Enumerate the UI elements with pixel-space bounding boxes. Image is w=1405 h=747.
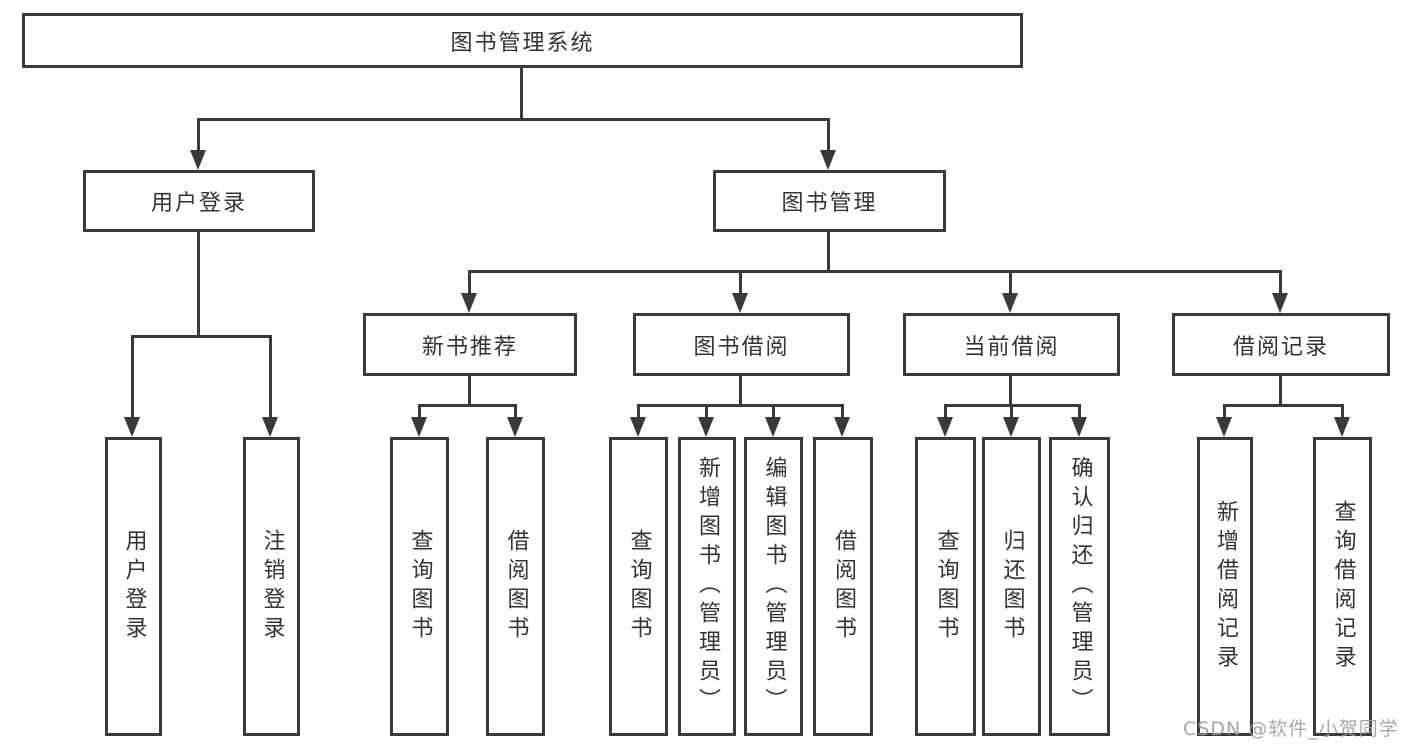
- connector-line: [131, 335, 134, 419]
- connector-line: [739, 270, 742, 295]
- node-label: 借阅记录: [1232, 334, 1329, 360]
- arrow-down-icon: [1002, 293, 1018, 313]
- connector-line: [197, 230, 200, 338]
- leaf-query-books-recommend: 查询图书: [390, 437, 449, 736]
- connector-line: [197, 118, 200, 152]
- node-label: 查询借阅记录: [1330, 499, 1356, 674]
- node-label: 新书推荐: [421, 334, 518, 360]
- connector-line: [1009, 270, 1012, 295]
- connector-line: [944, 404, 947, 419]
- node-label: 注销登录: [259, 528, 285, 645]
- connector-line: [468, 270, 1282, 273]
- node-label: 借阅图书: [831, 528, 856, 645]
- connector-line: [1010, 404, 1013, 419]
- node-label: 归还图书: [999, 528, 1025, 645]
- connector-line: [827, 230, 830, 273]
- connector-line: [514, 404, 517, 419]
- connector-line: [739, 375, 742, 407]
- connector-line: [468, 375, 471, 407]
- node-label: 查询图书: [407, 528, 433, 645]
- connector-line: [637, 404, 640, 419]
- arrow-down-icon: [937, 417, 953, 437]
- node-book-management-system: 图书管理系统: [22, 13, 1023, 68]
- arrow-down-icon: [1216, 417, 1232, 437]
- arrow-down-icon: [190, 150, 206, 170]
- leaf-query-books-borrowing: 查询图书: [609, 437, 668, 736]
- node-label: 用户登录: [150, 191, 247, 216]
- connector-line: [197, 118, 830, 121]
- leaf-add-borrow-record: 新增借阅记录: [1197, 437, 1253, 736]
- node-label: 图书管理系统: [450, 30, 595, 56]
- arrow-down-icon: [411, 417, 427, 437]
- node-label: 借阅图书: [503, 528, 529, 645]
- connector-line: [705, 404, 708, 419]
- node-label: 查询图书: [626, 528, 652, 645]
- node-label: 当前借阅: [963, 334, 1060, 360]
- connector-line: [1279, 270, 1282, 295]
- arrow-down-icon: [820, 150, 836, 170]
- connector-line: [418, 404, 421, 419]
- leaf-borrow-books-recommend: 借阅图书: [486, 437, 545, 736]
- node-label: 查询图书: [933, 528, 959, 645]
- node-label: 新增借阅记录: [1213, 499, 1238, 674]
- node-user-login: 用户登录: [83, 170, 315, 232]
- connector-line: [520, 66, 523, 121]
- node-book-management: 图书管理: [713, 170, 946, 232]
- arrow-down-icon: [732, 293, 748, 313]
- watermark: CSDN @软件_小贺同学: [1183, 718, 1399, 740]
- leaf-edit-books-admin: 编辑图书（管理员）: [744, 437, 803, 736]
- connector-line: [131, 335, 272, 338]
- arrow-down-icon: [698, 417, 714, 437]
- connector-line: [841, 404, 844, 419]
- connector-line: [1223, 404, 1226, 419]
- leaf-logout: 注销登录: [243, 437, 300, 736]
- connector-line: [418, 404, 517, 407]
- leaf-query-borrow-record: 查询借阅记录: [1313, 437, 1372, 736]
- node-new-book-recommendation: 新书推荐: [363, 313, 577, 376]
- arrow-down-icon: [124, 417, 140, 437]
- leaf-borrow-books-borrowing: 借阅图书: [813, 437, 873, 736]
- connector-line: [468, 270, 471, 295]
- leaf-user-login: 用户登录: [105, 437, 162, 736]
- node-current-borrowing: 当前借阅: [903, 313, 1120, 376]
- node-label: 确认归还（管理员）: [1067, 456, 1093, 717]
- connector-line: [827, 118, 830, 152]
- connector-line: [637, 404, 844, 407]
- connector-line: [1078, 404, 1081, 419]
- arrow-down-icon: [834, 417, 850, 437]
- node-book-borrowing: 图书借阅: [633, 313, 850, 376]
- leaf-add-books-admin: 新增图书（管理员）: [678, 437, 736, 736]
- node-label: 图书借阅: [693, 334, 790, 360]
- connector-line: [1341, 404, 1344, 419]
- arrow-down-icon: [1071, 417, 1087, 437]
- arrow-down-icon: [461, 293, 477, 313]
- arrow-down-icon: [1272, 293, 1288, 313]
- connector-line: [269, 335, 272, 419]
- node-borrowing-records: 借阅记录: [1172, 313, 1390, 376]
- arrow-down-icon: [1003, 417, 1019, 437]
- arrow-down-icon: [630, 417, 646, 437]
- node-label: 编辑图书（管理员）: [761, 456, 787, 717]
- connector-line: [772, 404, 775, 419]
- arrow-down-icon: [262, 417, 278, 437]
- connector-line: [1223, 404, 1344, 407]
- arrow-down-icon: [507, 417, 523, 437]
- arrow-down-icon: [1334, 417, 1350, 437]
- leaf-return-books: 归还图书: [982, 437, 1041, 736]
- node-label: 用户登录: [121, 528, 147, 645]
- connector-line: [1009, 375, 1012, 407]
- node-label: 新增图书（管理员）: [695, 456, 720, 717]
- leaf-confirm-return-admin: 确认归还（管理员）: [1049, 437, 1110, 736]
- connector-line: [1279, 375, 1282, 407]
- leaf-query-books-current: 查询图书: [915, 437, 976, 736]
- node-label: 图书管理: [781, 191, 878, 216]
- arrow-down-icon: [765, 417, 781, 437]
